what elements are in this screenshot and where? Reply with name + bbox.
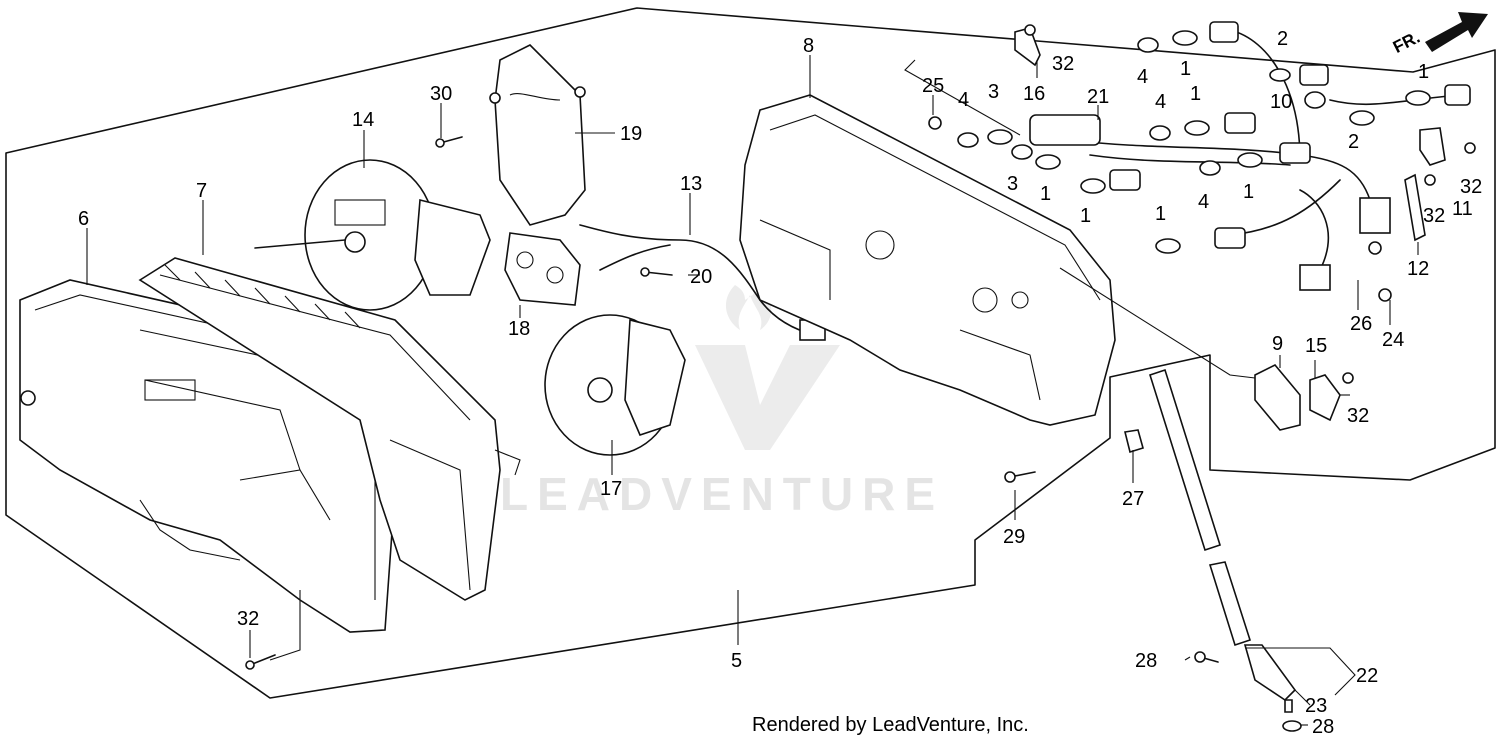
callout-9: 9	[1272, 333, 1283, 355]
callout-28: 28	[1312, 716, 1334, 738]
part-22-cable	[1149, 368, 1297, 713]
watermark-text: LEADVENTURE	[500, 468, 944, 520]
leader-lines	[86, 55, 1419, 726]
callout-30: 29	[1003, 526, 1025, 548]
callout-16: 16	[1023, 83, 1045, 105]
callout-2a: 2	[1277, 28, 1288, 50]
callout-1f: 1	[1155, 203, 1166, 225]
callout-3a: 3	[988, 81, 999, 103]
callout-1e: 1	[1243, 181, 1254, 203]
front-direction-arrow	[1425, 12, 1488, 52]
callout-21: 21	[1087, 86, 1109, 108]
callout-32d: 32	[1347, 405, 1369, 427]
callout-17: 17	[600, 478, 622, 500]
callout-13: 13	[680, 173, 702, 195]
footer-credit: Rendered by LeadVenture, Inc.	[752, 714, 1029, 736]
callout-20: 20	[690, 266, 712, 288]
callout-3b: 3	[1007, 173, 1018, 195]
callout-11: 11	[1452, 198, 1473, 220]
callout-23: 23	[1305, 695, 1327, 717]
callout-4b: 4	[1137, 66, 1148, 88]
part-7-panel	[138, 257, 521, 601]
callout-1g: 1	[1418, 61, 1429, 83]
callout-7: 7	[196, 180, 207, 202]
callout-24: 24	[1382, 329, 1404, 351]
callout-19: 19	[620, 123, 642, 145]
callout-1b: 1	[1190, 83, 1201, 105]
part-14-gauge	[254, 159, 491, 311]
callout-1c: 1	[1040, 183, 1051, 205]
callout-1d: 1	[1080, 205, 1091, 227]
callout-10: 10	[1270, 91, 1292, 113]
callout-8: 8	[803, 35, 814, 57]
callout-4d: 4	[1198, 191, 1209, 213]
part-11-harness	[1029, 21, 1471, 291]
callout-22: 22	[1356, 665, 1378, 687]
part-19-board	[489, 44, 586, 226]
callout-14: 14	[352, 109, 374, 131]
assembly-boundary	[5, 7, 1496, 699]
callout-labels: 6 7 14 30 19 13 8 25 4 3 16 21 32 4 1 2 …	[78, 28, 1482, 738]
brackets	[1014, 27, 1446, 431]
callout-29: 28	[1135, 650, 1157, 672]
callout-31: 30	[430, 83, 452, 105]
callout-32c: 32	[1423, 205, 1445, 227]
callout-2b: 2	[1348, 131, 1359, 153]
callout-32e: 32	[237, 608, 259, 630]
callout-32a: 32	[1052, 53, 1074, 75]
callout-6: 6	[78, 208, 89, 230]
callout-15: 15	[1305, 335, 1327, 357]
callout-26: 26	[1350, 313, 1372, 335]
callout-25: 25	[922, 75, 944, 97]
screws	[245, 24, 1476, 732]
part-18-bracket	[504, 232, 581, 306]
callout-32b: 32	[1460, 176, 1482, 198]
part-8-case	[739, 94, 1116, 426]
callout-4c: 4	[1155, 91, 1166, 113]
watermark: LEADVENTURE	[500, 285, 944, 520]
part-17-gauge	[544, 314, 686, 456]
callout-4a: 4	[958, 89, 969, 111]
callout-18: 18	[508, 318, 530, 340]
callout-5: 5	[731, 650, 742, 672]
callout-12: 12	[1407, 258, 1429, 280]
callout-27: 27	[1122, 488, 1144, 510]
callout-1a: 1	[1180, 58, 1191, 80]
bulbs	[957, 30, 1431, 254]
